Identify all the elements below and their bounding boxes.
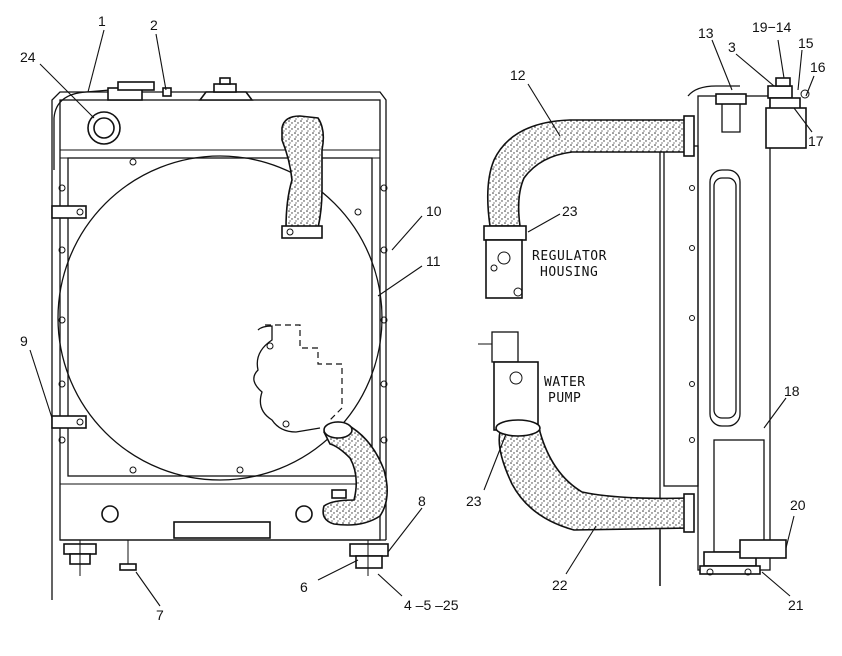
side-brackets <box>51 205 87 429</box>
callout-6: 6 <box>300 579 308 595</box>
regulator-label-line2: HOUSING <box>540 265 598 280</box>
callout-23-lower: 23 <box>466 493 482 509</box>
bottom-drain-right <box>295 505 313 523</box>
pipe-to-pump <box>491 331 519 363</box>
overflow-tube <box>53 89 111 170</box>
bottom-drain-left <box>101 505 119 523</box>
water-pump-label-line2: PUMP <box>548 391 581 406</box>
callout-1: 1 <box>98 13 106 29</box>
upper-hose-connector <box>683 115 695 157</box>
callout-13: 13 <box>698 25 714 41</box>
callout-12: 12 <box>510 67 526 83</box>
callouts: 1 2 24 10 11 9 8 6 4 –5 –25 7 12 13 3 19… <box>20 13 826 623</box>
callout-17: 17 <box>808 133 824 149</box>
side-lower-box <box>713 439 765 553</box>
filler-cap <box>107 81 155 101</box>
component-labels: REGULATOR HOUSING WATER PUMP <box>532 249 607 406</box>
regulator-housing <box>483 225 527 299</box>
core-panel <box>67 157 373 477</box>
lower-clamp-23 <box>495 419 541 437</box>
front-view <box>51 77 389 600</box>
callout-20: 20 <box>790 497 806 513</box>
water-pump-label-line1: WATER <box>544 375 586 390</box>
lower-outlet <box>331 489 347 499</box>
lower-hose-22 <box>498 425 691 531</box>
water-pump <box>493 361 539 431</box>
side-view <box>478 77 810 586</box>
water-pump-body <box>253 325 321 433</box>
callout-10: 10 <box>426 203 442 219</box>
regulator-label-line1: REGULATOR <box>532 249 607 264</box>
callout-16: 16 <box>810 59 826 75</box>
side-bottom-mount <box>699 539 787 576</box>
upper-hose <box>281 115 325 229</box>
callout-9: 9 <box>20 333 28 349</box>
callout-18: 18 <box>784 383 800 399</box>
callout-2: 2 <box>150 17 158 33</box>
upper-hose-clamp <box>281 225 323 239</box>
vent-fitting <box>162 87 172 97</box>
callout-11: 11 <box>426 253 441 269</box>
top-fittings <box>687 77 810 149</box>
callout-21: 21 <box>788 597 804 613</box>
top-cover <box>198 77 254 101</box>
side-window <box>709 169 741 427</box>
callout-8: 8 <box>418 493 426 509</box>
side-bolts <box>689 185 695 443</box>
callout-24: 24 <box>20 49 36 65</box>
callout-4-5-25: 4 –5 –25 <box>404 597 459 613</box>
right-mount <box>349 540 389 576</box>
side-tank <box>697 95 771 571</box>
drain-valve-7 <box>119 540 137 571</box>
drain-plug-24 <box>87 111 121 145</box>
callout-7: 7 <box>156 607 164 623</box>
lower-hose-connector <box>683 493 695 533</box>
callout-3: 3 <box>728 39 736 55</box>
bottom-plate <box>173 521 271 539</box>
callout-15: 15 <box>798 35 814 51</box>
callout-19-14: 19−14 <box>752 19 792 35</box>
callout-23-upper: 23 <box>562 203 578 219</box>
callout-22: 22 <box>552 577 568 593</box>
lower-hose-clamp <box>323 421 353 439</box>
radiator-body <box>59 99 381 541</box>
leader-lines <box>29 29 815 607</box>
lower-hose <box>322 421 388 526</box>
panel-bolts <box>58 158 388 474</box>
water-pump-outline <box>265 324 343 421</box>
left-mount <box>63 540 97 576</box>
